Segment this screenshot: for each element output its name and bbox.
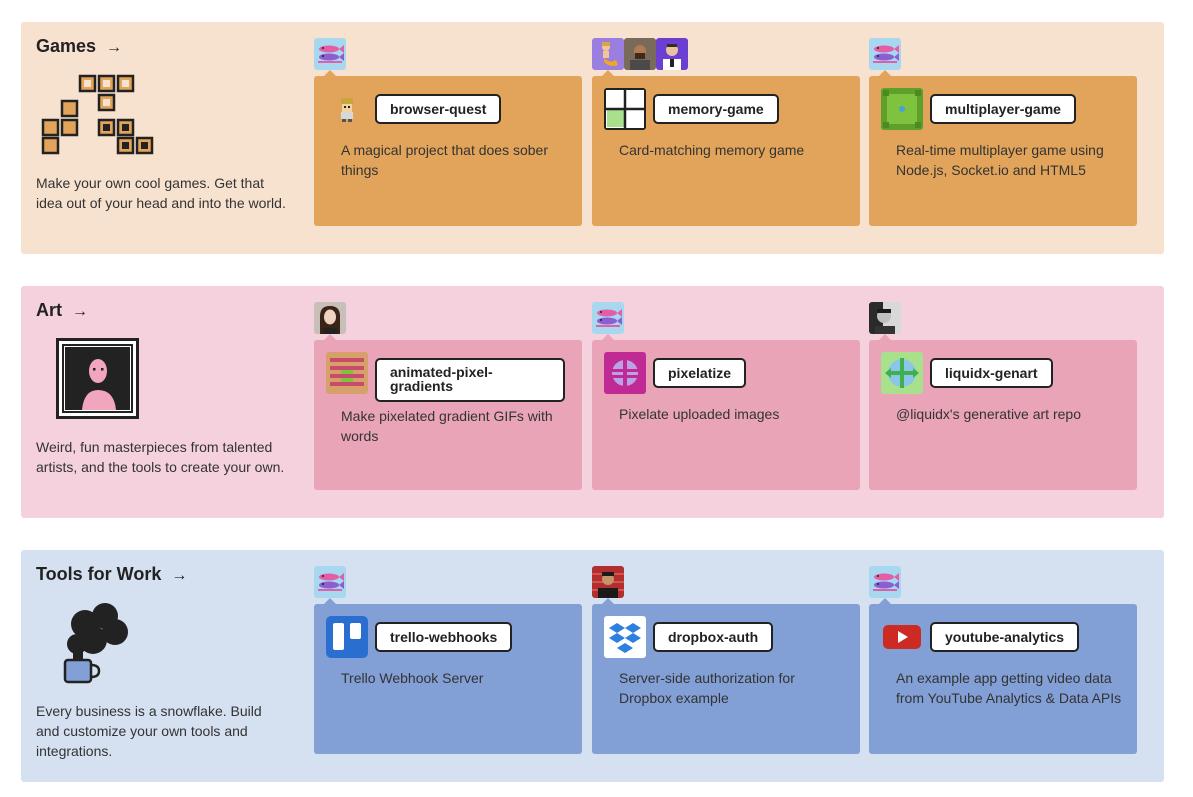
trello-icon <box>326 616 368 658</box>
framed-portrait-icon <box>56 338 139 419</box>
project-card[interactable]: multiplayer-game Real-time multiplayer g… <box>869 76 1137 226</box>
youtube-icon <box>881 616 923 658</box>
avatar[interactable] <box>592 302 624 334</box>
person-avatar-icon <box>314 302 346 334</box>
category-description-games: Make your own cool games. Get that idea … <box>36 175 286 211</box>
avatar-group <box>592 302 624 334</box>
card-pointer <box>602 334 614 340</box>
card-pointer <box>324 334 336 340</box>
project-name-badge[interactable]: memory-game <box>653 94 779 124</box>
project-description: Server-side authorization for Dropbox ex… <box>619 670 795 706</box>
avatar[interactable] <box>314 302 346 334</box>
project-description: Pixelate uploaded images <box>619 406 780 422</box>
project-name-badge[interactable]: youtube-analytics <box>930 622 1080 652</box>
avatar-group <box>592 566 624 598</box>
project-description: Make pixelated gradient GIFs with words <box>341 408 553 444</box>
pixel-adventurer-icon <box>326 88 368 130</box>
striped-gradient-icon <box>326 352 368 394</box>
category-title-games[interactable]: Games → <box>36 36 122 57</box>
project-card[interactable]: browser-quest A magical project that doe… <box>314 76 582 226</box>
project-card[interactable]: animated-pixel-gradients Make pixelated … <box>314 340 582 490</box>
person-avatar-icon <box>656 38 688 70</box>
avatar-group <box>869 302 901 334</box>
project-name-badge[interactable]: pixelatize <box>653 358 747 388</box>
avatar-group <box>869 38 901 70</box>
category-title-text: Art <box>36 300 62 320</box>
project-card[interactable]: liquidx-genart @liquidx's generative art… <box>869 340 1137 490</box>
fish-avatar-icon <box>869 38 901 70</box>
mermaid-avatar-icon <box>592 38 624 70</box>
category-art: Art → Weird, fun masterpieces from talent… <box>21 286 1164 518</box>
arrow-right-icon: → <box>171 567 188 584</box>
project-description: Trello Webhook Server <box>341 670 484 686</box>
fish-avatar-icon <box>592 302 624 334</box>
avatar[interactable] <box>592 38 624 70</box>
avatar-group <box>314 38 346 70</box>
person-avatar-icon <box>592 566 624 598</box>
project-description: A magical project that does sober things <box>341 142 549 178</box>
card-pointer <box>324 598 336 604</box>
fish-avatar-icon <box>314 38 346 70</box>
pixelatize-icon <box>604 352 646 394</box>
category-tools-for-work: Tools for Work → Every business is a snow… <box>21 550 1164 782</box>
project-name-badge[interactable]: liquidx-genart <box>930 358 1053 388</box>
green-square-icon <box>881 88 923 130</box>
card-pointer <box>324 70 336 76</box>
category-games: Games → Make your own cool games. Get tha… <box>21 22 1164 254</box>
person-avatar-icon <box>869 302 901 334</box>
genart-arrows-icon <box>881 352 923 394</box>
category-title-text: Games <box>36 36 97 56</box>
project-card[interactable]: pixelatize Pixelate uploaded images <box>592 340 860 490</box>
avatar[interactable] <box>869 38 901 70</box>
card-pointer <box>879 70 891 76</box>
category-title-art[interactable]: Art → <box>36 300 88 321</box>
project-card[interactable]: memory-game Card-matching memory game <box>592 76 860 226</box>
avatar[interactable] <box>656 38 688 70</box>
project-name-badge[interactable]: trello-webhooks <box>375 622 513 652</box>
steaming-mug-icon <box>63 603 128 684</box>
project-name-badge[interactable]: dropbox-auth <box>653 622 774 652</box>
person-avatar-icon <box>624 38 656 70</box>
fish-avatar-icon <box>314 566 346 598</box>
avatar[interactable] <box>592 566 624 598</box>
fish-avatar-icon <box>869 566 901 598</box>
avatar[interactable] <box>869 566 901 598</box>
category-description-art: Weird, fun masterpieces from talented ar… <box>36 439 285 475</box>
avatar[interactable] <box>314 38 346 70</box>
category-title-tools-for-work[interactable]: Tools for Work → <box>36 564 187 585</box>
category-title-text: Tools for Work <box>36 564 162 584</box>
avatar-group <box>314 302 346 334</box>
avatar[interactable] <box>314 566 346 598</box>
card-pointer <box>879 598 891 604</box>
project-card[interactable]: trello-webhooks Trello Webhook Server <box>314 604 582 754</box>
avatar-group <box>314 566 346 598</box>
arrow-right-icon: → <box>72 303 88 320</box>
card-pointer <box>602 598 614 604</box>
project-name-badge[interactable]: browser-quest <box>375 94 502 124</box>
project-card[interactable]: youtube-analytics An example app getting… <box>869 604 1137 754</box>
avatar-group <box>869 566 901 598</box>
project-card[interactable]: dropbox-auth Server-side authorization f… <box>592 604 860 754</box>
project-description: @liquidx's generative art repo <box>896 406 1081 422</box>
tetris-blocks-icon <box>41 74 154 155</box>
avatar-group <box>592 38 688 70</box>
card-pointer <box>879 334 891 340</box>
project-name-badge[interactable]: multiplayer-game <box>930 94 1076 124</box>
arrow-right-icon: → <box>106 39 123 56</box>
project-name-badge[interactable]: animated-pixel-gradients <box>375 358 565 402</box>
grid-card-icon <box>604 88 646 130</box>
card-pointer <box>602 70 614 76</box>
dropbox-icon <box>604 616 646 658</box>
project-description: Real-time multiplayer game using Node.js… <box>896 142 1104 178</box>
project-description: An example app getting video data from Y… <box>896 670 1122 706</box>
avatar[interactable] <box>624 38 656 70</box>
project-description: Card-matching memory game <box>619 142 805 158</box>
category-description-tools-for-work: Every business is a snowflake. Build and… <box>36 703 262 759</box>
avatar[interactable] <box>869 302 901 334</box>
